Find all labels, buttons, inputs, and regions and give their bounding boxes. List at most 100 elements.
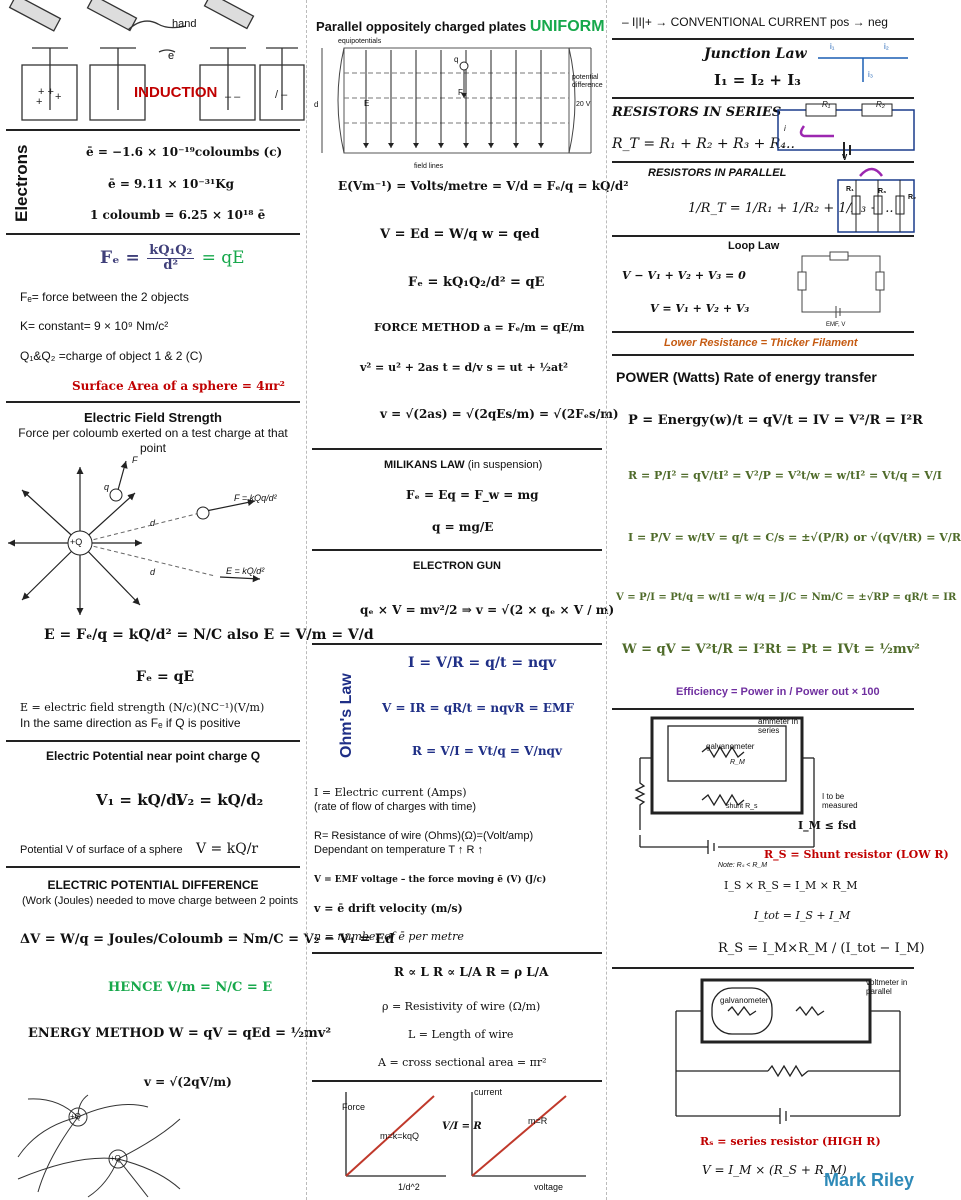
hand-label: hand [172,18,197,30]
E-label: E [364,99,370,108]
divider [312,1080,602,1082]
milikan-title: MILIKANS LAW (in suspension) [384,459,543,471]
divider [6,129,300,131]
power-eq: P = Energy(w)/t = qV/t = IV = V²/R = I²R [628,413,923,428]
author-name: Mark Riley [824,1170,915,1190]
pd-equation: ΔV = W/q = Joules/Coloumb = Nm/C = V₂ − … [20,932,395,947]
v1-equation: V₁ = kQ/d₁ [96,791,184,809]
test-charge-label: q [104,482,110,492]
distance-label-2: d [150,567,156,577]
sphere-potential-eq: V = kQ/r [196,841,259,857]
parallel-eq: 1/R_T = 1/R₁ + 1/R₂ + 1/R₃ + .. [688,201,894,216]
resistivity-definition: ρ = Resistivity of wire (Ω/m) [382,1000,541,1013]
hence-equation: HENCE V/m = N/C = E [108,980,273,995]
galvanometer-label: galvanometer [706,742,755,751]
radial-field-diagram [8,460,261,615]
current-measured-label: I to be measured [822,792,858,811]
svg-text:+: + [36,96,42,108]
junction-diagram [818,57,908,82]
divider [612,38,914,40]
field-lines-label: field lines [414,163,444,170]
ved-eq: V = Ed = W/q w = qed [380,227,540,242]
ohm-eq2: V = IR = qR/t = nqvR = EMF [382,701,574,715]
velocity-equation: v = √(2qV/m) [144,1075,232,1089]
drift-velocity: v = ē drift velocity (m/s) [314,902,463,915]
length-definition: L = Length of wire [408,1028,514,1041]
source-charge-label: +Q [70,537,83,547]
kinematics-eq: v² = u² + 2as t = d/v s = ut + ½at² [360,361,568,374]
sphere-potential-label: Potential V of surface of a sphere [20,844,183,856]
force-method: FORCE METHOD a = Fₑ/m = qE/m [374,321,585,334]
slope-k-label: m=k=kqQ [380,1131,420,1141]
current-axis-label: current [474,1087,503,1097]
series-title: RESISTORS IN SERIES [612,105,782,120]
v2-equation: V₂ = kQ/d₂ [176,791,264,809]
divider [312,549,602,551]
parallel-title: RESISTORS IN PARALLEL [648,167,787,179]
divider [612,967,914,969]
force-label: F [132,455,138,465]
F-label: F [458,88,463,97]
vi-r-label: V/I = R [442,1121,482,1132]
series-r1: R₁ [822,100,831,109]
field-title: Electric Field Strength [84,410,222,425]
field-equation: E = Fₑ/q = kQ/d² = N/C also E = V/m = V/… [44,627,374,643]
electron-mass: ē = 9.11 × 10⁻³¹Kg [108,177,235,191]
lower-resistance-note: Lower Resistance = Thicker Filament [664,337,858,349]
pd-title: ELECTRIC POTENTIAL DIFFERENCE [47,878,259,892]
column-separator [306,0,307,1200]
electron-charge: ē = −1.6 × 10⁻¹⁹coloumbs (c) [86,145,283,159]
i1-label: i₁ [830,42,835,51]
svg-text:/ –: / – [275,89,288,101]
divider [312,448,602,450]
voltmeter-series-circuit [675,978,901,1124]
fe-eq: Fₑ = kQ₁Q₂/d² = qE [408,275,545,290]
parallel-circuit [837,167,915,233]
divider [612,354,914,356]
linear-graphs [345,1092,586,1177]
voltmeter-eq: V = I_M × (R_S + R_M) [702,1163,847,1177]
loop-eq1: V − V₁ + V₂ + V₃ = 0 [622,269,746,282]
series-i: i [784,124,786,133]
fe-definition: Fₑ= force between the 2 objects [20,290,189,304]
shunt-note: Note: Rₛ < R_M [718,862,768,869]
k-definition: K= constant= 9 × 10⁹ Nm/c² [20,319,169,333]
shunt-eq2: I_tot = I_S + I_M [754,909,851,922]
field-direction: In the same direction as Fₑ if Q is posi… [20,716,241,730]
equipotentials-label: equipotentials [338,38,382,45]
shunt-resistor-label: shunt R_s [726,803,758,810]
resistance-definition: R= Resistance of wire (Ohms)(Ω)=(Volt/am… [314,830,534,842]
divider [6,740,300,742]
parallel-r3: R₃ [878,188,887,195]
resistance-forms: R = P/I² = qV/tI² = V²/P = V²t/w = w/tI²… [628,469,942,482]
efficiency-eq: Efficiency = Power in / Power out × 100 [676,686,880,698]
divider [612,97,914,99]
divider [612,235,914,237]
induction-label: INDUCTION [134,84,218,101]
divider [6,866,300,868]
parallel-plates-diagram [321,47,592,154]
series-eq: R_T = R₁ + R₂ + R₃ + R₄.. [612,136,795,152]
loop-title: Loop Law [728,240,780,252]
ammeter-label: ammeter in series [758,717,799,736]
junction-title: Junction Law [704,46,807,62]
milikan-eq2: q = mg/E [432,520,494,534]
temperature-dependence: Dependant on temperature T ↑ R ↑ [314,844,483,856]
series-circuit [777,103,915,158]
force-axis-label: Force [342,1102,366,1112]
conventional-current: – I|I|+ → CONVENTIONAL CURRENT pos → neg [622,15,888,29]
electrons-heading: Electrons [12,144,31,222]
divider [612,161,914,163]
series-resistor-definition: Rₛ = series resistor (HIGH R) [700,1135,881,1148]
svg-text:+: + [55,91,61,103]
pd-label: potential difference [572,74,603,90]
q-definition: Q₁&Q₂ =charge of object 1 & 2 (C) [20,349,203,363]
pd-subtitle: (Work (Joules) needed to move charge bet… [22,895,299,907]
ammeter-shunt-circuit [634,716,815,854]
q-label: q [454,55,459,64]
i3-label: i₃ [868,70,874,79]
induction-diagram: + +++ – –/ – [8,0,305,121]
d-label: d [314,100,319,109]
loop-circuit [797,251,885,318]
velocity-sqrt-eq: v = √(2as) = √(2qEs/m) = √(2Fₑs/m) [380,407,619,421]
